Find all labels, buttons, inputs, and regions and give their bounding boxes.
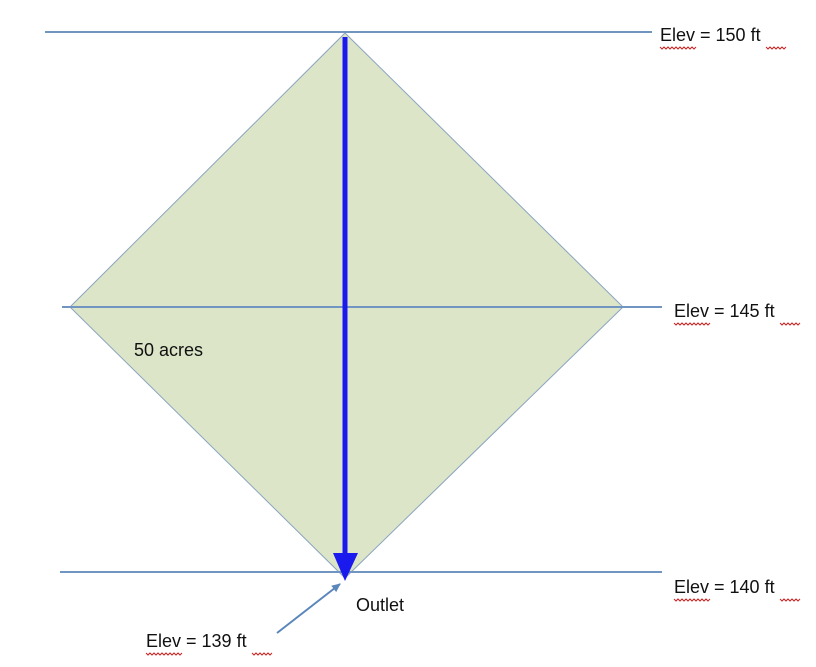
outlet-label: Outlet (356, 595, 404, 615)
spellcheck-underline-ft-150 (765, 46, 787, 50)
outlet-pointer-arrow (276, 583, 341, 634)
area-label: 50 acres (134, 340, 203, 360)
spellcheck-underline-ft-140 (779, 598, 801, 602)
spellcheck-underlines (145, 46, 801, 656)
spellcheck-underline-elev-145 (673, 322, 711, 326)
elevation-label-145: Elev = 145 ft (674, 301, 775, 321)
flow-path-arrowhead (333, 553, 358, 581)
elevation-label-150: Elev = 150 ft (660, 25, 761, 45)
spellcheck-underline-elev-139 (145, 652, 183, 656)
spellcheck-underline-elev-150 (659, 46, 697, 50)
spellcheck-underline-ft-145 (779, 322, 801, 326)
spellcheck-underline-ft-139 (251, 652, 273, 656)
spellcheck-underline-elev-140 (673, 598, 711, 602)
elevation-label-140: Elev = 140 ft (674, 577, 775, 597)
elevation-label-139: Elev = 139 ft (146, 631, 247, 651)
